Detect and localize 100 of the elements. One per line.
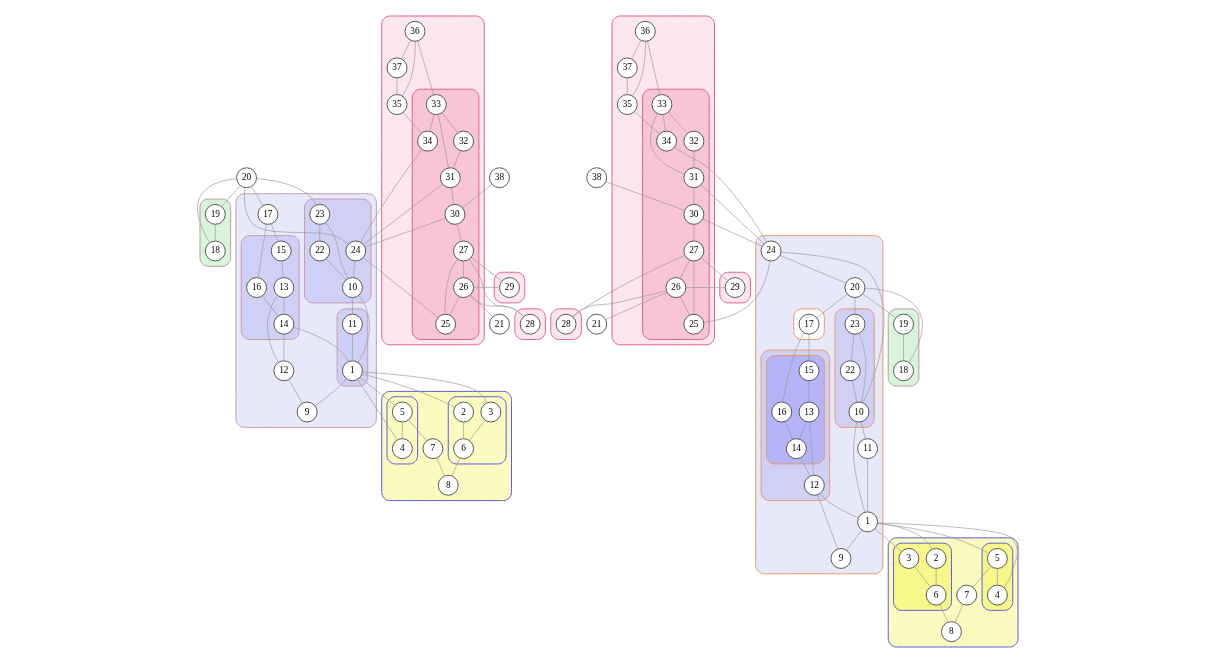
node-circle: 4 <box>987 584 1008 606</box>
connector <box>693 150 695 168</box>
connector <box>453 150 461 169</box>
node-circle: 28 <box>555 313 577 335</box>
node-circle: 26 <box>665 277 687 298</box>
connector <box>914 566 931 588</box>
connector <box>361 373 456 408</box>
cluster <box>386 396 419 465</box>
node-circle: 30 <box>444 203 466 225</box>
connector <box>262 295 279 317</box>
connector <box>877 523 990 554</box>
connector <box>605 291 668 320</box>
node-circle: 9 <box>296 401 318 423</box>
connector <box>816 293 848 318</box>
connector <box>451 187 454 205</box>
node-circle: 3 <box>480 401 502 423</box>
connector <box>572 290 667 317</box>
connector <box>469 295 524 317</box>
connector <box>451 457 461 477</box>
connector <box>283 297 285 315</box>
node-circle: 32 <box>453 130 474 152</box>
connector <box>693 224 695 242</box>
connector <box>401 41 416 97</box>
cluster <box>493 271 526 304</box>
node-circle: 30 <box>683 203 705 225</box>
connector <box>850 333 855 362</box>
node-circle: 34 <box>656 130 677 152</box>
connector <box>403 112 422 134</box>
connector <box>396 77 398 95</box>
cluster <box>447 396 507 465</box>
node-circle: 34 <box>417 130 438 152</box>
node-circle: 29 <box>724 277 746 298</box>
connector <box>363 257 439 318</box>
connector <box>779 255 847 284</box>
connector <box>674 147 767 243</box>
node-circle: 5 <box>391 401 413 423</box>
cluster <box>381 15 485 346</box>
connector <box>468 258 524 317</box>
node-circle: 22 <box>839 360 861 382</box>
connector <box>437 114 449 169</box>
node-circle: 2 <box>453 401 474 423</box>
node-circle: 36 <box>634 20 656 42</box>
connector <box>314 378 347 407</box>
connector <box>360 149 423 243</box>
connector <box>401 40 411 60</box>
node-circle: 11 <box>857 438 878 460</box>
node-circle: 31 <box>439 167 461 189</box>
node-circle: 33 <box>651 94 673 115</box>
connector <box>214 224 216 242</box>
cluster <box>887 537 1019 648</box>
connector <box>357 295 370 363</box>
node-circle: 19 <box>204 203 226 225</box>
node-circle: 6 <box>925 584 947 606</box>
connector <box>408 419 427 441</box>
node-circle: 27 <box>453 240 474 262</box>
connector <box>700 257 729 281</box>
connector <box>997 568 998 586</box>
connector <box>877 522 1018 588</box>
connector <box>364 218 446 248</box>
node-circle: 33 <box>425 94 447 115</box>
node-circle: 10 <box>848 401 870 423</box>
connector <box>362 371 488 404</box>
node-circle: 7 <box>956 584 978 606</box>
connector <box>935 568 937 586</box>
connector <box>363 183 443 245</box>
connector <box>867 458 868 513</box>
connector <box>631 40 642 60</box>
connector <box>257 224 267 278</box>
cluster <box>981 542 1014 611</box>
connector <box>679 259 690 279</box>
connector <box>267 295 279 363</box>
connector <box>851 380 858 403</box>
connector <box>463 421 464 439</box>
connector <box>221 185 241 207</box>
node-circle: 24 <box>760 240 782 262</box>
node-circle: 13 <box>798 401 820 423</box>
connector <box>352 333 353 362</box>
connector <box>632 41 646 97</box>
node-circle: 15 <box>270 240 292 262</box>
connector <box>463 260 464 278</box>
connector <box>668 112 688 134</box>
node-circle: 2 <box>925 548 947 569</box>
connector <box>319 224 321 242</box>
connector <box>436 457 445 477</box>
connector <box>702 218 763 247</box>
node-circle: 9 <box>830 548 852 569</box>
connector <box>650 113 685 175</box>
connector <box>862 293 896 319</box>
connector <box>417 40 434 96</box>
node-circle: 16 <box>771 401 793 423</box>
node-circle: 19 <box>893 313 914 335</box>
node-circle: 13 <box>273 277 295 298</box>
node-circle: 8 <box>941 621 962 643</box>
node-circle: 6 <box>453 438 474 460</box>
connector <box>449 296 460 316</box>
connector <box>703 260 771 323</box>
connector <box>352 260 356 278</box>
connector <box>470 294 493 318</box>
node-circle: 38 <box>489 167 510 189</box>
connector <box>860 421 866 440</box>
